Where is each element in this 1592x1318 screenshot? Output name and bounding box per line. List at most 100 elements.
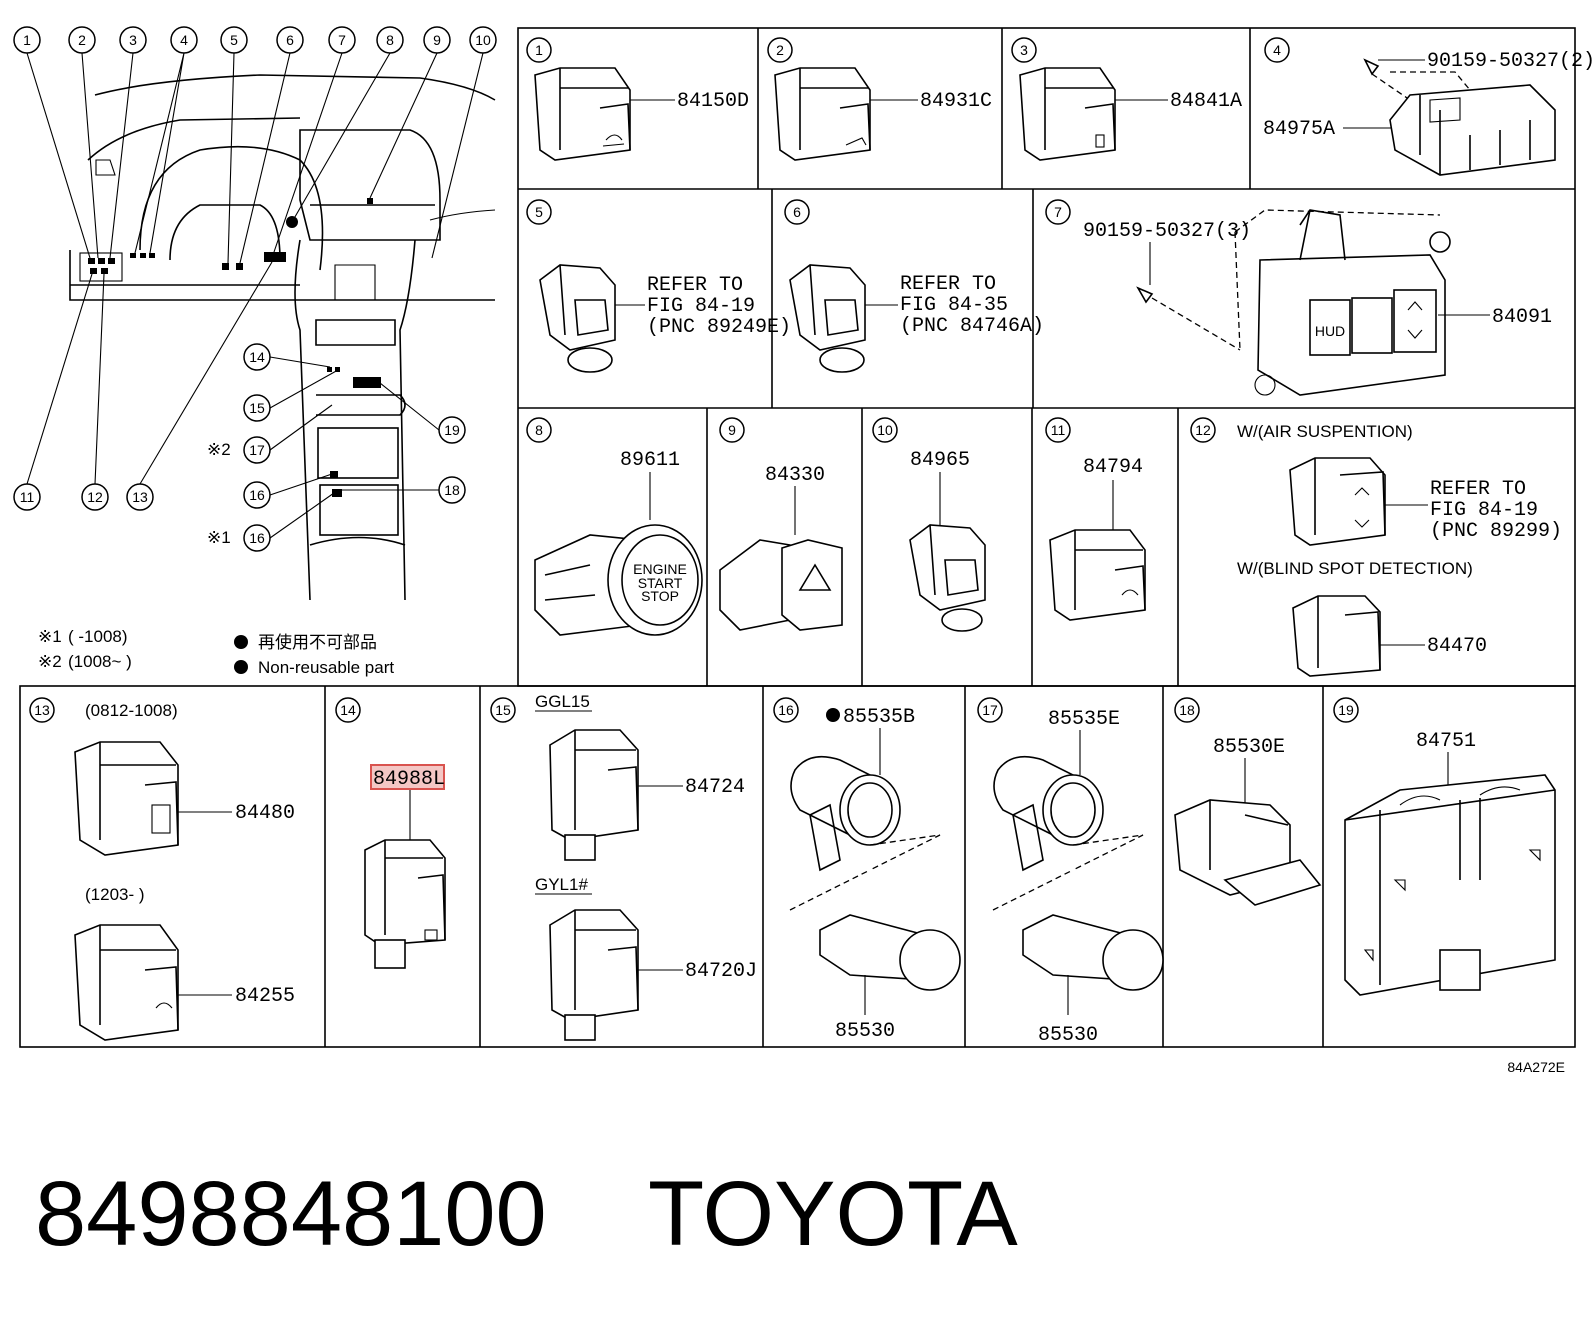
svg-text:6: 6 — [286, 32, 294, 48]
svg-text:(1008~ ): (1008~ ) — [68, 652, 132, 671]
svg-text:3: 3 — [1020, 42, 1028, 58]
part-85530-a: 85530 — [835, 1020, 895, 1043]
svg-text:REFER TO: REFER TO — [1430, 478, 1526, 501]
svg-text:STOP: STOP — [641, 588, 679, 604]
part-84480: 84480 — [235, 802, 295, 825]
part-84150D: 84150D — [677, 90, 749, 113]
svg-text:11: 11 — [20, 489, 35, 505]
panel-4: 4 90159-50327(2) 84975A — [1263, 37, 1592, 176]
part-84720J: 84720J — [685, 960, 757, 983]
svg-text:12: 12 — [1195, 422, 1211, 438]
panel-13: 13 (0812-1008) 84480 (1203- ) 84255 — [29, 697, 295, 1041]
top-callouts: 1 2 3 4 5 6 7 8 9 10 — [13, 26, 497, 54]
svg-text:1: 1 — [23, 32, 31, 48]
svg-text:START: START — [638, 575, 683, 591]
part-85535B: 85535B — [843, 706, 915, 729]
panel-14: 14 84988L — [335, 697, 446, 969]
panel-3: 3 84841A — [1011, 37, 1242, 161]
svg-text:10: 10 — [877, 422, 893, 438]
svg-text:( -1008): ( -1008) — [68, 627, 128, 646]
svg-text:19: 19 — [1338, 702, 1354, 718]
panel-15: 15 GGL15 84724 GYL1# 84720J — [490, 692, 757, 1041]
part-84988L: 84988L — [373, 768, 445, 791]
hud-label: HUD — [1315, 323, 1345, 339]
panel-9: 9 84330 — [719, 417, 843, 631]
svg-text:※2: ※2 — [207, 440, 231, 459]
part-85535E: 85535E — [1048, 708, 1120, 731]
svg-text:7: 7 — [338, 32, 346, 48]
panel-18: 18 85530E — [1174, 697, 1322, 906]
svg-text:8: 8 — [535, 422, 543, 438]
svg-text:ENGINE: ENGINE — [633, 561, 687, 577]
svg-text:9: 9 — [433, 32, 441, 48]
highlight-box — [371, 765, 444, 789]
part-84794: 84794 — [1083, 456, 1143, 479]
svg-text:FIG 84-19: FIG 84-19 — [1430, 499, 1538, 522]
svg-text:※1: ※1 — [38, 627, 62, 646]
svg-text:16: 16 — [778, 702, 794, 718]
overview-illustration: 1 2 3 4 5 6 7 8 9 10 — [13, 26, 497, 601]
svg-text:13: 13 — [34, 702, 50, 718]
svg-text:15: 15 — [249, 400, 265, 416]
svg-text:5: 5 — [535, 204, 543, 220]
svg-text:14: 14 — [340, 702, 356, 718]
panel-11: 11 84794 — [1045, 417, 1146, 621]
svg-text:4: 4 — [1273, 42, 1281, 58]
panel-1: 1 84150D — [526, 37, 749, 161]
grid-frames — [19, 27, 1576, 1048]
svg-text:5: 5 — [230, 32, 238, 48]
panel-6: 6 REFER TO FIG 84-35 (PNC 84746A) — [784, 199, 1044, 373]
svg-text:4: 4 — [180, 32, 188, 48]
svg-text:16: 16 — [249, 530, 265, 546]
part-85530E: 85530E — [1213, 736, 1285, 759]
part-84724: 84724 — [685, 776, 745, 799]
svg-text:REFER TO: REFER TO — [900, 273, 996, 296]
svg-text:GGL15: GGL15 — [535, 692, 590, 711]
part-89611: 89611 — [620, 449, 680, 472]
svg-text:※2: ※2 — [38, 652, 62, 671]
svg-text:(PNC 89299): (PNC 89299) — [1430, 520, 1562, 543]
svg-text:11: 11 — [1051, 422, 1066, 438]
non-reusable-mark — [826, 708, 840, 722]
svg-text:13: 13 — [132, 489, 148, 505]
panel-5: 5 REFER TO FIG 84-19 (PNC 89249E) — [526, 199, 791, 373]
svg-text:18: 18 — [444, 482, 460, 498]
legend-dot-2 — [234, 660, 248, 674]
svg-text:17: 17 — [249, 442, 265, 458]
svg-text:W/(AIR SUSPENTION): W/(AIR SUSPENTION) — [1237, 422, 1413, 441]
part-84841A: 84841A — [1170, 90, 1242, 113]
part-84330: 84330 — [765, 464, 825, 487]
svg-text:16: 16 — [249, 487, 265, 503]
panel-19: 19 84751 — [1333, 697, 1556, 996]
svg-text:17: 17 — [982, 702, 998, 718]
svg-text:3: 3 — [129, 32, 137, 48]
svg-text:12: 12 — [87, 489, 103, 505]
notes: ※1 ( -1008) ※2 (1008~ ) 再使用不可部品 Non-reus… — [38, 627, 394, 677]
svg-text:6: 6 — [793, 204, 801, 220]
part-84931C: 84931C — [920, 90, 992, 113]
part-84470: 84470 — [1427, 635, 1487, 658]
svg-text:2: 2 — [78, 32, 86, 48]
svg-text:10: 10 — [475, 32, 491, 48]
svg-text:再使用不可部品: 再使用不可部品 — [258, 632, 377, 652]
svg-text:Non-reusable part: Non-reusable part — [258, 658, 394, 677]
part-84965: 84965 — [910, 449, 970, 472]
part-84975A: 84975A — [1263, 118, 1335, 141]
panel-7: 7 90159-50327(3) HUD 84091 — [1045, 199, 1552, 396]
part-84091: 84091 — [1492, 306, 1552, 329]
brand-caption: TOYOTA — [648, 1163, 1018, 1265]
part-84255: 84255 — [235, 985, 295, 1008]
svg-text:9: 9 — [728, 422, 736, 438]
panel-2: 2 84931C — [767, 37, 992, 161]
panel-16: 16 85535B 85530 — [773, 697, 961, 1043]
svg-text:14: 14 — [249, 349, 265, 365]
svg-text:8: 8 — [386, 32, 394, 48]
svg-text:FIG 84-19: FIG 84-19 — [647, 295, 755, 318]
svg-text:FIG 84-35: FIG 84-35 — [900, 294, 1008, 317]
svg-text:18: 18 — [1179, 702, 1195, 718]
bolt-90159-50327-2: 90159-50327(2) — [1427, 50, 1592, 73]
panel-17: 17 85535E 85530 — [977, 697, 1164, 1047]
panel-8: 8 89611 ENGINE START STOP — [526, 417, 703, 636]
svg-text:19: 19 — [444, 422, 460, 438]
